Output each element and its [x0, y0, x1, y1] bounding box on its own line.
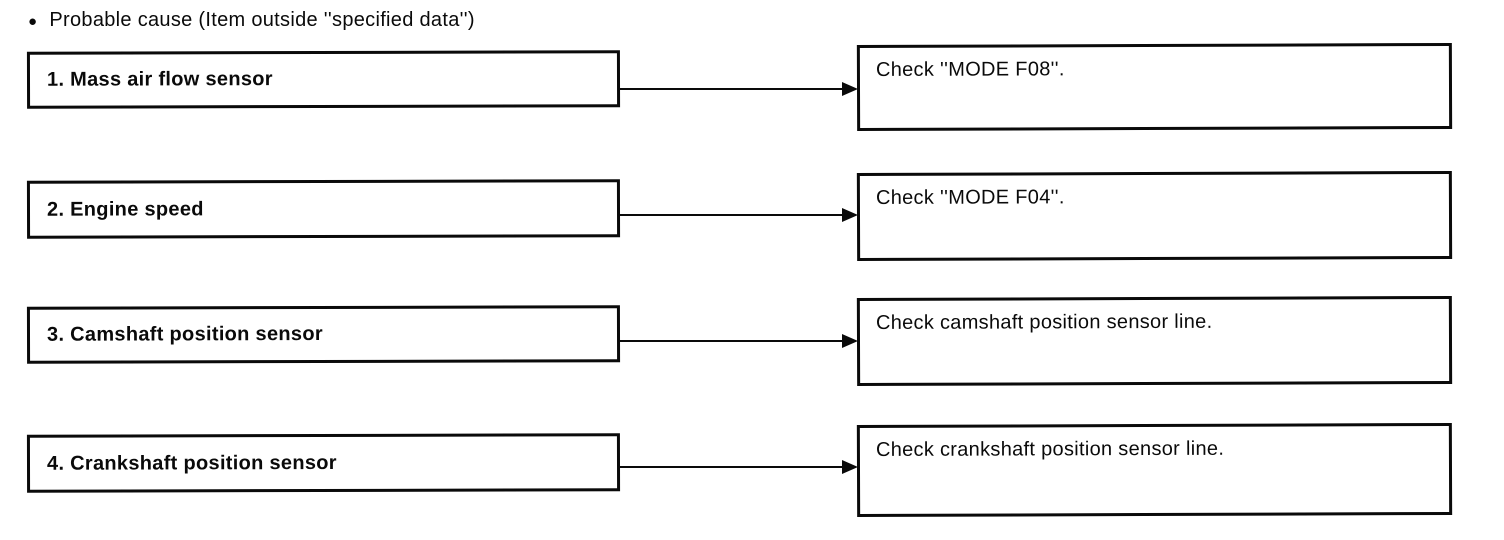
- cause-label: 4. Crankshaft position sensor: [46, 451, 337, 475]
- cause-label: 2. Engine speed: [46, 197, 204, 221]
- cause-label: 3. Camshaft position sensor: [46, 323, 323, 346]
- section-title: Probable cause (Item outside ''specified…: [49, 9, 475, 31]
- bullet-icon: ●: [28, 13, 38, 30]
- action-label: Check crankshaft position sensor line.: [875, 437, 1225, 461]
- action-box-check-crankshaft-sensor-line: Check crankshaft position sensor line.: [856, 422, 1453, 518]
- arrow-right-icon: [620, 460, 858, 474]
- cause-box-crankshaft-position-sensor: 4. Crankshaft position sensor: [26, 433, 621, 493]
- action-label: Check ''MODE F04''.: [875, 186, 1065, 209]
- cause-box-camshaft-position-sensor: 3. Camshaft position sensor: [26, 305, 621, 364]
- action-box-check-camshaft-sensor-line: Check camshaft position sensor line.: [856, 295, 1453, 387]
- action-box-check-mode-f08: Check ''MODE F08''.: [856, 42, 1453, 132]
- arrow-right-icon: [620, 334, 858, 348]
- arrow-right-icon: [620, 208, 858, 222]
- action-label: Check camshaft position sensor line.: [875, 310, 1213, 334]
- cause-label: 1. Mass air flow sensor: [46, 68, 273, 91]
- action-box-check-mode-f04: Check ''MODE F04''.: [856, 170, 1453, 262]
- cause-box-mass-air-flow-sensor: 1. Mass air flow sensor: [26, 50, 621, 109]
- cause-box-engine-speed: 2. Engine speed: [26, 179, 621, 239]
- section-header: ● Probable cause (Item outside ''specifi…: [28, 9, 475, 32]
- action-label: Check ''MODE F08''.: [875, 58, 1065, 81]
- arrow-right-icon: [620, 82, 858, 96]
